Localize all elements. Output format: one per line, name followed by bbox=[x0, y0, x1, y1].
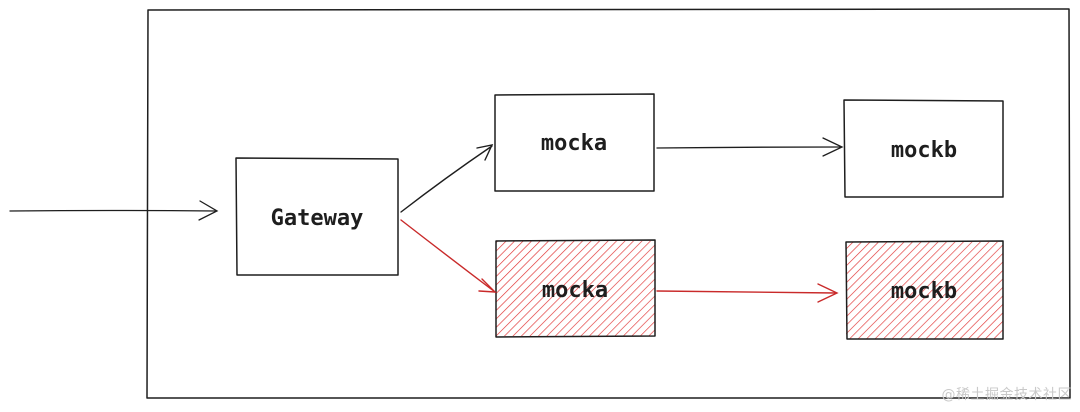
mockb-top-node: mockb bbox=[843, 99, 1004, 198]
arrow-mocka-top-to-mockb-top bbox=[656, 137, 844, 157]
mockb-top-label: mockb bbox=[891, 138, 957, 163]
watermark-text: @稀土掘金技术社区 bbox=[941, 387, 1072, 403]
mocka-top-label: mocka bbox=[541, 131, 607, 156]
mocka-top-node: mocka bbox=[494, 93, 655, 192]
arrow-gateway-to-mocka-top bbox=[400, 144, 494, 213]
gateway-node: Gateway bbox=[235, 157, 399, 276]
mocka-bottom-label: mocka bbox=[542, 278, 608, 303]
mocka-bottom-node: mocka bbox=[495, 239, 656, 338]
incoming-arrow bbox=[9, 200, 219, 221]
arrow-gateway-to-mocka-bottom bbox=[400, 219, 497, 293]
mockb-bottom-node: mockb bbox=[845, 240, 1004, 340]
mockb-bottom-label: mockb bbox=[891, 279, 957, 304]
gateway-label: Gateway bbox=[271, 206, 364, 231]
arrow-mocka-bottom-to-mockb-bottom bbox=[656, 283, 839, 303]
container-frame bbox=[146, 8, 1071, 399]
